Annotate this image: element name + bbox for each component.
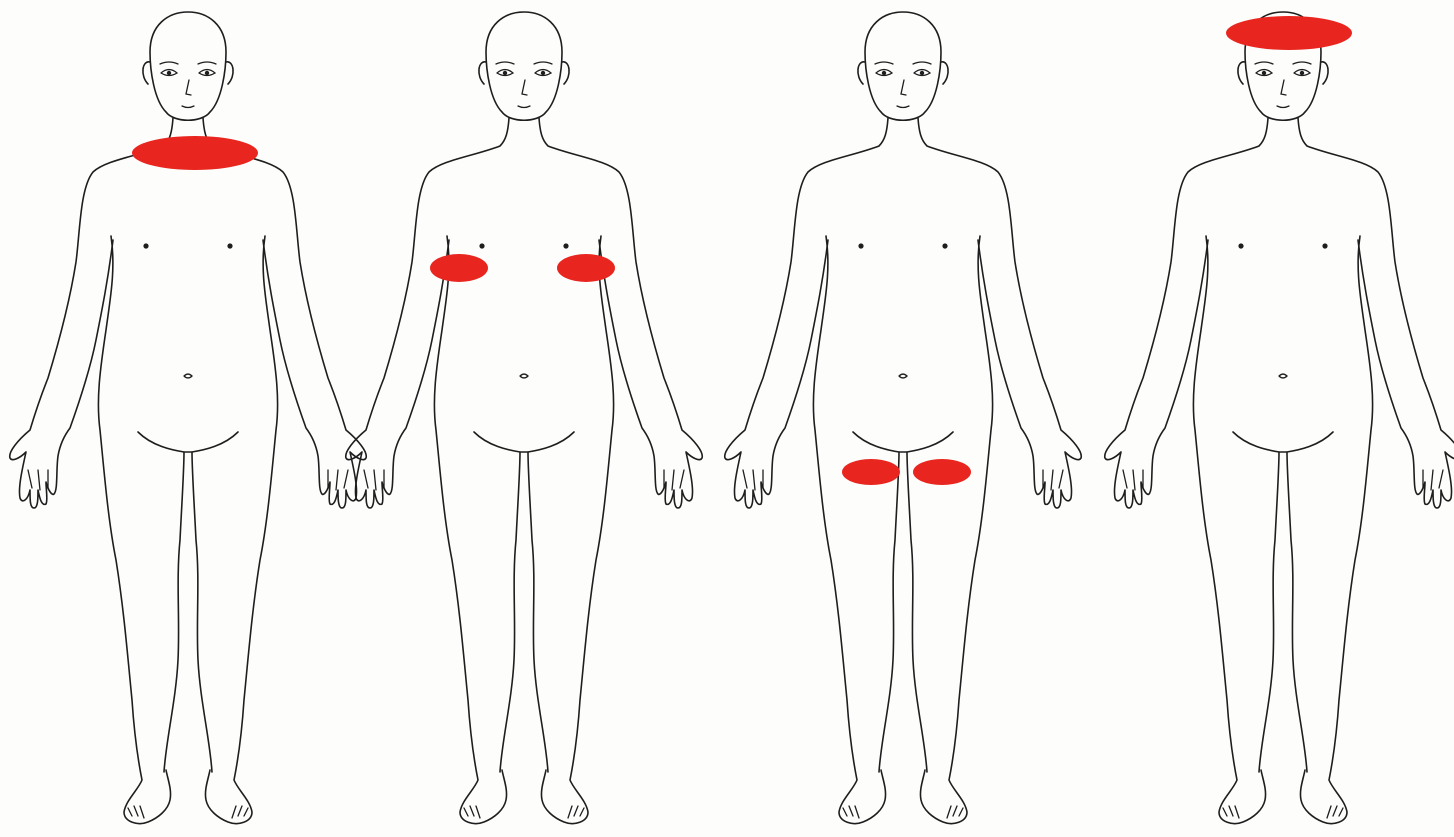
body-outline-4 [1105,12,1454,824]
top-of-head-highlight [1226,16,1352,50]
figure-2 [346,12,703,824]
body-outline-3 [725,12,1082,824]
figure-4 [1105,12,1454,824]
left-upper-arm-highlight [430,254,488,282]
figure-3 [725,12,1082,824]
right-thigh-highlight [913,459,971,485]
body-outline-2 [346,12,703,824]
neck-highlight [132,136,258,170]
right-upper-arm-highlight [557,254,615,282]
body-outline-1 [10,12,367,824]
figure-1 [10,12,367,824]
left-thigh-highlight [842,459,900,485]
